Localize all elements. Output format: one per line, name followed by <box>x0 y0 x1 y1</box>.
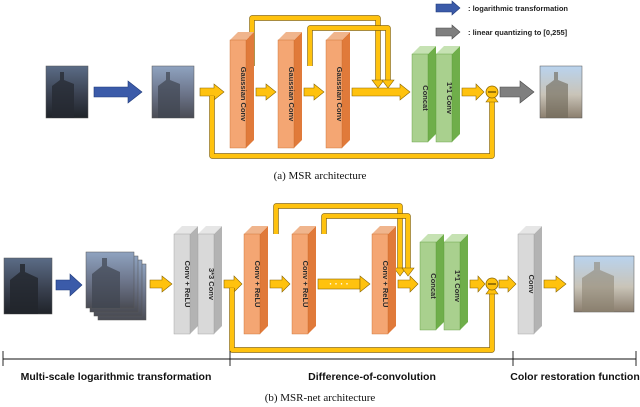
msrnet-conv-relu-label-3: Conv + ReLU <box>381 261 390 308</box>
msr-caption: (a) MSR architecture <box>274 170 367 182</box>
msrnet-final-conv-block: Conv <box>517 226 542 335</box>
msr-conv1x1-block: 1*1 Conv <box>435 46 460 143</box>
msrnet-concat-block: Concat <box>419 234 444 331</box>
msr-gaussian-conv-2: Gaussian Conv <box>277 32 302 149</box>
msrnet-section-middle: Difference-of-convolution <box>308 371 436 383</box>
legend-gray-text: : linear quantizing to [0,255] <box>468 28 568 37</box>
msr-input-arrow <box>199 83 225 101</box>
msr-gaussian-conv-1: Gaussian Conv <box>229 32 254 149</box>
msrnet-input-image <box>3 257 53 315</box>
msrnet-repeat-connector: · · · · <box>317 275 371 293</box>
legend-blue-arrow <box>435 0 461 16</box>
legend: : logarithmic transformation : linear qu… <box>435 0 568 40</box>
msrnet-output-image <box>573 255 635 313</box>
legend-blue-text: : logarithmic transformation <box>468 4 568 13</box>
msrnet-subtract-node <box>485 277 499 291</box>
msr-output-image <box>539 65 583 119</box>
msrnet-multiscale-stack <box>85 251 147 321</box>
msrnet-caption: (b) MSR-net architecture <box>265 392 376 404</box>
msr-gaussian-label-3: Gaussian Conv <box>335 67 344 122</box>
msrnet-concat-label: Concat <box>429 273 438 299</box>
msrnet-log-transform-arrow <box>55 273 83 297</box>
msr-concat-block: Concat <box>411 46 436 143</box>
msrnet-repeat-dots: · · · · <box>329 279 349 289</box>
msr-quantize-arrow <box>499 80 535 104</box>
msr-architecture: Gaussian Conv Gaussian Conv Gaussian Con… <box>45 15 583 182</box>
msr-conv1x1-label: 1*1 Conv <box>445 82 454 115</box>
msrnet-section-right: Color restoration function <box>510 371 640 383</box>
msr-log-image <box>151 65 195 119</box>
msrnet-section-left: Multi-scale logarithmic transformation <box>21 371 212 383</box>
msrnet-conv-relu-1: Conv + ReLU <box>243 226 268 335</box>
msrnet-conv1x1-block: 1*1 Conv <box>443 234 468 331</box>
msrnet-architecture: Conv + ReLU 3*3 Conv Conv + ReLU <box>2 203 640 404</box>
msrnet-conv1x1-label: 1*1 Conv <box>453 270 462 303</box>
msr-log-transform-arrow <box>93 80 143 104</box>
msr-gaussian-label-2: Gaussian Conv <box>287 67 296 122</box>
msrnet-conv3x3-label: 3*3 Conv <box>207 268 216 301</box>
msrnet-section-brackets <box>2 351 637 366</box>
msr-concat-label: Concat <box>421 85 430 111</box>
msr-gaussian-conv-3: Gaussian Conv <box>325 32 350 149</box>
msrnet-conv-relu-label-2: Conv + ReLU <box>301 261 310 308</box>
legend-gray-arrow <box>435 24 461 40</box>
msrnet-final-conv-label: Conv <box>527 275 536 295</box>
msrnet-conv-relu-label-0: Conv + ReLU <box>183 261 192 308</box>
msrnet-conv3x3-block: Conv + ReLU <box>173 226 198 335</box>
msr-subtract-node <box>485 85 499 99</box>
msrnet-conv-relu-2: Conv + ReLU <box>291 226 316 335</box>
msrnet-conv3x3-block-b: 3*3 Conv <box>197 226 222 335</box>
msr-gaussian-label-1: Gaussian Conv <box>239 67 248 122</box>
msrnet-conv-relu-label-1: Conv + ReLU <box>253 261 262 308</box>
msr-input-image <box>45 65 89 119</box>
msrnet-conv-relu-3: Conv + ReLU <box>371 226 396 335</box>
